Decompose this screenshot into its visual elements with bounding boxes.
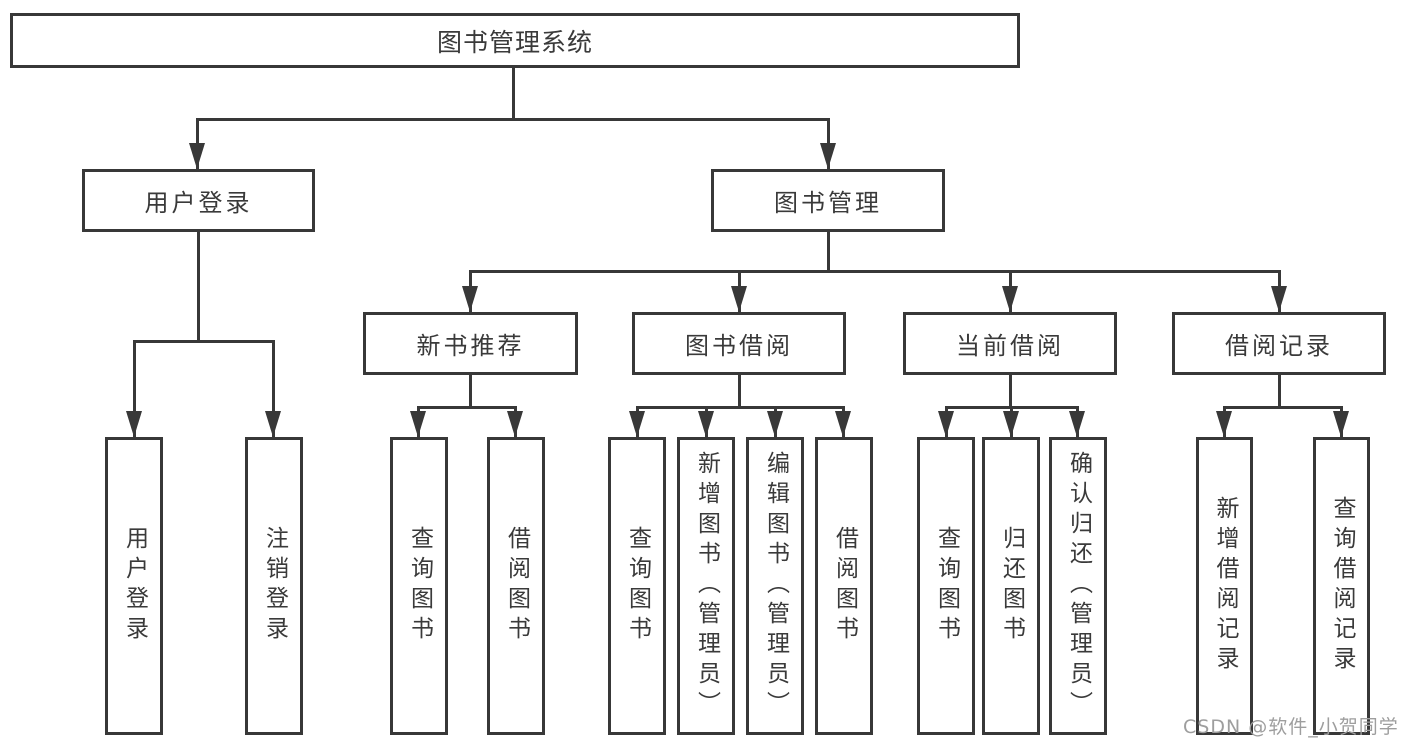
leaf-edit-books-admin: 编辑图书（管理员）	[746, 437, 804, 735]
arrow-down-icon	[410, 411, 426, 437]
arrow-down-icon	[820, 143, 836, 169]
leaf-borrow-books-label: 借阅图书	[831, 526, 858, 646]
connector-book-borrow-crossbar	[636, 406, 845, 409]
connector-new-book-stem	[469, 375, 472, 409]
connector-root-crossbar	[197, 118, 830, 121]
leaf-confirm-return-admin-label: 确认归还（管理员）	[1065, 451, 1092, 721]
leaf-logout-label: 注销登录	[261, 526, 288, 646]
node-borrow-records: 借阅记录	[1172, 312, 1386, 375]
arrow-down-icon	[265, 411, 281, 437]
arrow-down-icon	[767, 411, 783, 437]
leaf-user-login-label: 用户登录	[121, 526, 148, 646]
arrow-down-icon	[938, 411, 954, 437]
leaf-add-books-admin-label: 新增图书（管理员）	[693, 451, 720, 721]
leaf-add-books-admin: 新增图书（管理员）	[677, 437, 735, 735]
connector-borrow-records-crossbar	[1223, 406, 1342, 409]
node-library-system: 图书管理系统	[10, 13, 1020, 68]
node-book-borrow: 图书借阅	[632, 312, 846, 375]
connector-user-login-stem	[197, 232, 200, 341]
leaf-query-books-recommend-label: 查询图书	[406, 526, 433, 646]
node-user-login-label: 用户登录	[144, 189, 253, 217]
leaf-return-books: 归还图书	[982, 437, 1040, 735]
node-new-book-recommend: 新书推荐	[363, 312, 578, 375]
arrow-down-icon	[835, 411, 851, 437]
node-book-management: 图书管理	[711, 169, 945, 232]
leaf-query-borrow-record: 查询借阅记录	[1313, 437, 1370, 735]
connector-book-management-stem	[827, 232, 830, 270]
connector-book-borrow-stem	[738, 375, 741, 409]
leaf-edit-books-admin-label: 编辑图书（管理员）	[762, 451, 789, 721]
connector-borrow-records-stem	[1278, 375, 1281, 409]
node-new-book-recommend-label: 新书推荐	[416, 332, 525, 360]
connector-current-borrow-stem	[1009, 375, 1012, 409]
leaf-query-books-recommend: 查询图书	[390, 437, 448, 735]
node-current-borrow-label: 当前借阅	[956, 332, 1064, 360]
arrow-down-icon	[1216, 411, 1232, 437]
leaf-query-books-borrow: 查询图书	[608, 437, 666, 735]
arrow-down-icon	[189, 143, 205, 169]
arrow-down-icon	[1271, 286, 1287, 312]
arrow-down-icon	[731, 286, 747, 312]
arrow-down-icon	[629, 411, 645, 437]
csdn-watermark: CSDN @软件_小贺同学	[1183, 716, 1399, 738]
leaf-return-books-label: 归还图书	[998, 526, 1025, 646]
node-borrow-records-label: 借阅记录	[1225, 332, 1333, 360]
connector-user-login-crossbar	[133, 340, 275, 343]
leaf-logout: 注销登录	[245, 437, 303, 735]
connector-book-management-crossbar	[469, 270, 1279, 273]
leaf-query-books-current: 查询图书	[917, 437, 975, 735]
leaf-user-login: 用户登录	[105, 437, 163, 735]
arrow-down-icon	[1002, 286, 1018, 312]
leaf-borrow-books-recommend: 借阅图书	[487, 437, 545, 735]
leaf-query-borrow-record-label: 查询借阅记录	[1329, 496, 1355, 676]
arrow-down-icon	[1003, 411, 1019, 437]
arrow-down-icon	[698, 411, 714, 437]
connector-drop-leaf-user-login	[133, 340, 136, 437]
node-current-borrow: 当前借阅	[903, 312, 1117, 375]
arrow-down-icon	[126, 411, 142, 437]
connector-new-book-crossbar	[417, 406, 517, 409]
leaf-query-books-borrow-label: 查询图书	[624, 526, 651, 646]
arrow-down-icon	[1333, 411, 1349, 437]
node-library-system-label: 图书管理系统	[436, 27, 593, 57]
leaf-confirm-return-admin: 确认归还（管理员）	[1049, 437, 1107, 735]
arrow-down-icon	[507, 411, 523, 437]
leaf-add-borrow-record-label: 新增借阅记录	[1212, 496, 1238, 676]
arrow-down-icon	[1069, 411, 1085, 437]
leaf-borrow-books-recommend-label: 借阅图书	[503, 526, 530, 646]
leaf-query-books-current-label: 查询图书	[933, 526, 960, 646]
node-user-login: 用户登录	[82, 169, 315, 232]
leaf-add-borrow-record: 新增借阅记录	[1196, 437, 1253, 735]
arrow-down-icon	[462, 286, 478, 312]
node-book-borrow-label: 图书借阅	[685, 332, 793, 360]
connector-root-stem	[512, 67, 515, 120]
node-book-management-label: 图书管理	[774, 189, 882, 217]
leaf-borrow-books: 借阅图书	[815, 437, 873, 735]
connector-drop-leaf-logout	[272, 340, 275, 437]
